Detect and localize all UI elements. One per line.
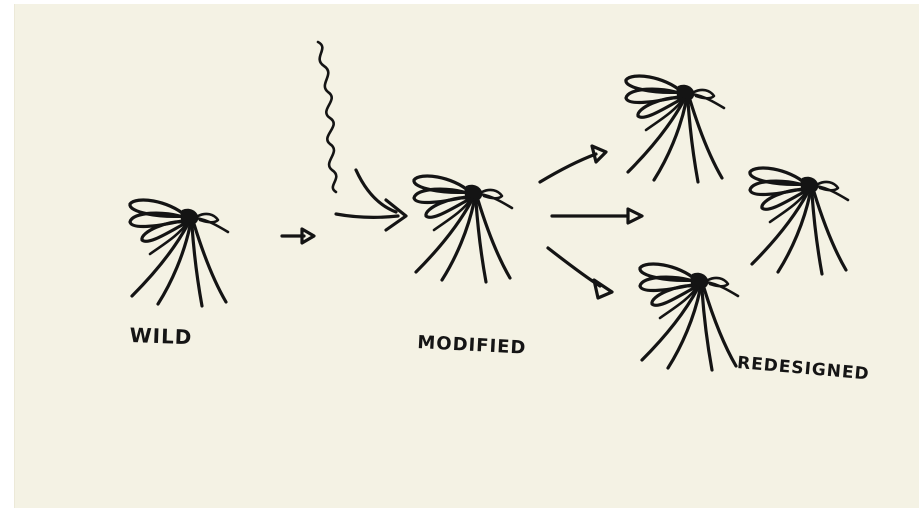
mosquito-icon	[750, 168, 848, 274]
arrow-icon	[548, 248, 612, 298]
arrow-icon	[540, 146, 606, 182]
mosquito-icon	[640, 264, 738, 370]
dna-strand-icon	[318, 42, 336, 192]
mosquito-icon	[626, 76, 724, 182]
mosquito-icon	[130, 200, 228, 306]
arrow-icon	[552, 209, 642, 223]
mosquito-icon	[414, 176, 512, 282]
arrow-icon	[336, 170, 406, 230]
arrow-icon	[282, 229, 314, 243]
label-wild: WILD	[129, 323, 193, 349]
